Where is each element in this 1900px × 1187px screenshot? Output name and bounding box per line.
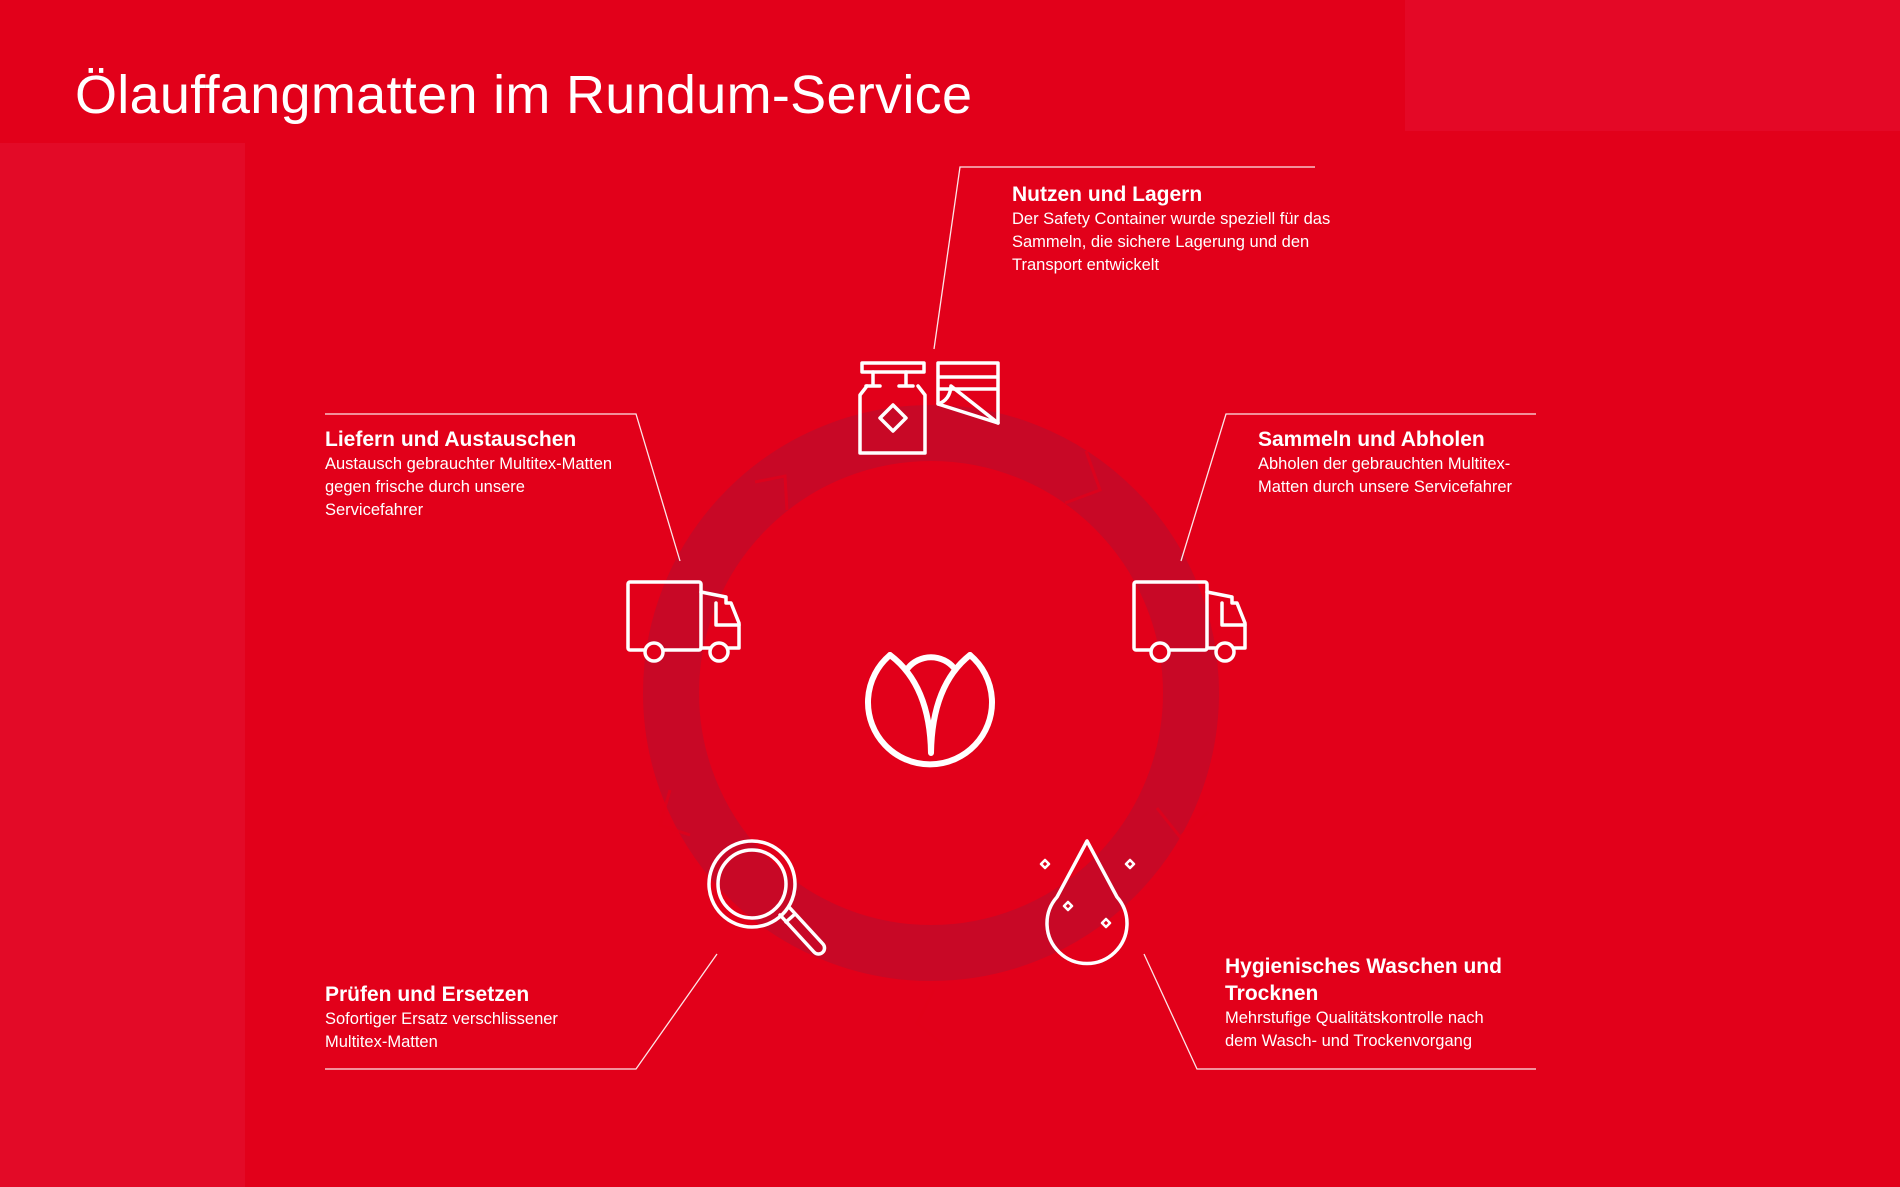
leader-line-nutzen [933, 166, 1315, 350]
leader-line-hygiene [1143, 953, 1536, 1070]
step-title: Prüfen und Ersetzen [325, 983, 530, 1006]
cycle-ring [643, 405, 1219, 981]
step-title: Hygienisches Waschen und Trocknen [1225, 955, 1502, 1005]
step-hygiene: Hygienisches Waschen und Trocknen Mehrst… [1225, 953, 1515, 1053]
step-title: Nutzen und Lagern [1012, 183, 1203, 206]
step-text: Austausch gebrauchter Multitex-Matten ge… [325, 455, 613, 519]
truck-icon-left [626, 580, 741, 663]
step-text: Der Safety Container wurde speziell für … [1012, 210, 1331, 274]
step-liefern: Liefern und Austauschen Austausch gebrau… [325, 426, 615, 522]
top-right-panel [1405, 0, 1900, 131]
water-drop-icon [1039, 839, 1136, 966]
step-title: Sammeln und Abholen [1258, 428, 1485, 451]
step-text: Abholen der gebrauchten Multitex-Matten … [1258, 455, 1513, 496]
step-pruefen: Prüfen und Ersetzen Sofortiger Ersatz ve… [325, 981, 595, 1054]
step-title: Liefern und Austauschen [325, 428, 577, 451]
step-nutzen: Nutzen und Lagern Der Safety Container w… [1012, 181, 1342, 277]
left-panel [0, 143, 245, 1187]
ring-arrow-marks [658, 450, 1209, 1047]
leader-line-pruefen [325, 953, 718, 1070]
container-icon [858, 361, 1000, 455]
page-title: Ölauffangmatten im Rundum-Service [75, 65, 973, 125]
truck-icon-right [1132, 580, 1247, 663]
leader-line-liefern [325, 413, 681, 562]
tulip-logo-icon [865, 652, 995, 768]
leader-line-sammeln [1180, 413, 1536, 562]
step-sammeln: Sammeln und Abholen Abholen der gebrauch… [1258, 426, 1548, 499]
magnifier-icon [707, 839, 827, 956]
step-text: Sofortiger Ersatz verschlissener Multite… [325, 1010, 558, 1051]
leader-lines [325, 166, 1536, 1070]
step-text: Mehrstufige Qualitätskontrolle nach dem … [1225, 1009, 1484, 1050]
